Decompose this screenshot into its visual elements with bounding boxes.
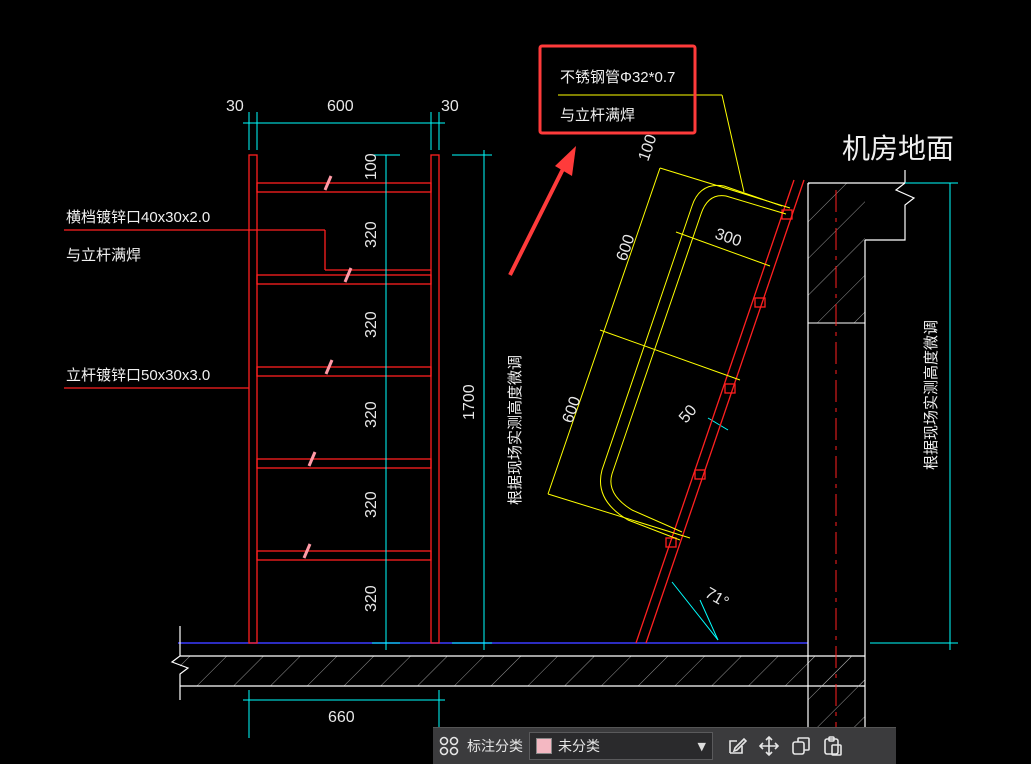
dim-angle: 71° xyxy=(702,585,731,612)
annotation-toolbar: 标注分类 未分类 ▼ xyxy=(433,727,896,764)
copy-icon xyxy=(792,737,810,755)
dim-660: 660 xyxy=(328,709,355,726)
dim-right-30: 30 xyxy=(441,98,459,115)
dim-top-600: 600 xyxy=(327,98,354,115)
dim-v320-1: 320 xyxy=(363,221,380,248)
vertical-ladder xyxy=(64,154,440,644)
edit-icon xyxy=(729,737,748,754)
break-symbol-right xyxy=(865,170,916,241)
handrail-spec: 不锈钢管Φ32*0.7 xyxy=(560,69,675,86)
highlight-box xyxy=(538,44,697,135)
weld-marks xyxy=(302,175,353,559)
move-button[interactable] xyxy=(753,730,785,762)
move-icon xyxy=(758,735,780,757)
category-dropdown[interactable]: 未分类 ▼ xyxy=(529,732,713,760)
field-adjust-note-right: 根据现场实测高度微调 xyxy=(923,320,940,470)
dim-v320-2: 320 xyxy=(363,311,380,338)
edit-button[interactable] xyxy=(721,730,753,762)
category-color-swatch xyxy=(536,738,552,754)
paste-icon xyxy=(824,736,842,756)
floor-label: 机房地面 xyxy=(842,133,954,164)
dim-rail-100: 100 xyxy=(636,132,661,163)
field-adjust-note-center: 根据现场实测高度微调 xyxy=(507,355,524,505)
dim-1700: 1700 xyxy=(461,384,478,420)
copy-button[interactable] xyxy=(785,730,817,762)
dim-left-30: 30 xyxy=(226,98,244,115)
dim-rail-50: 50 xyxy=(676,402,701,427)
category-label: 标注分类 xyxy=(467,739,523,755)
break-symbol-left xyxy=(170,626,190,700)
crossbar-weld-note: 与立杆满焊 xyxy=(66,247,141,264)
highlight-annotation xyxy=(508,44,697,276)
category-value: 未分类 xyxy=(558,739,600,755)
upright-spec: 立杆镀锌口50x30x3.0 xyxy=(66,367,210,384)
machine-room-wall xyxy=(807,170,916,740)
paste-button[interactable] xyxy=(817,730,849,762)
crossbar-spec: 横档镀锌口40x30x2.0 xyxy=(66,209,210,226)
inclined-ladder xyxy=(635,179,805,644)
categories-icon xyxy=(439,736,459,756)
highlight-arrow xyxy=(508,164,567,276)
dim-v100: 100 xyxy=(363,153,380,180)
handrail-weld-note: 与立杆满焊 xyxy=(560,107,635,124)
dim-rail-600-lower: 600 xyxy=(560,394,585,425)
dim-v320-5: 320 xyxy=(363,585,380,612)
chevron-down-icon: ▼ xyxy=(697,739,706,753)
dim-v320-4: 320 xyxy=(363,491,380,518)
categories-button[interactable] xyxy=(433,730,465,762)
floor-slab xyxy=(170,626,865,700)
handrail xyxy=(547,94,791,541)
dim-v320-3: 320 xyxy=(363,401,380,428)
dim-rail-600-upper: 600 xyxy=(614,232,639,263)
